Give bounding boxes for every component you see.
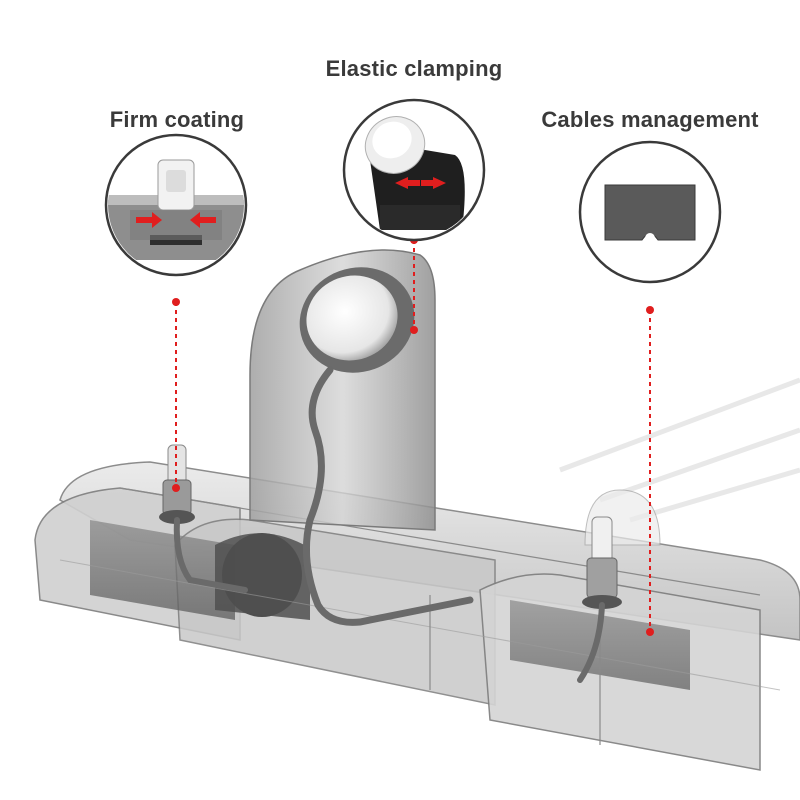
elastic-clamping-label: Elastic clamping xyxy=(325,56,503,81)
watch-charger-tower xyxy=(249,249,474,626)
marker-dot xyxy=(646,306,654,314)
marker-dot xyxy=(410,326,418,334)
marker-dot xyxy=(646,628,654,636)
white-cables xyxy=(559,377,800,523)
callout-leaders xyxy=(172,236,654,636)
holder-base xyxy=(34,461,800,771)
watch-charger-closeup-icon xyxy=(342,98,486,242)
cables-management-label: Cables management xyxy=(541,107,759,132)
cable-slot-closeup-icon xyxy=(578,140,722,284)
right-lightning-plug xyxy=(577,489,661,683)
marker-dot xyxy=(172,298,180,306)
marker-dot xyxy=(172,484,180,492)
cable-clamp-closeup-icon xyxy=(104,133,248,277)
firm-coating-label: Firm coating xyxy=(109,107,245,132)
